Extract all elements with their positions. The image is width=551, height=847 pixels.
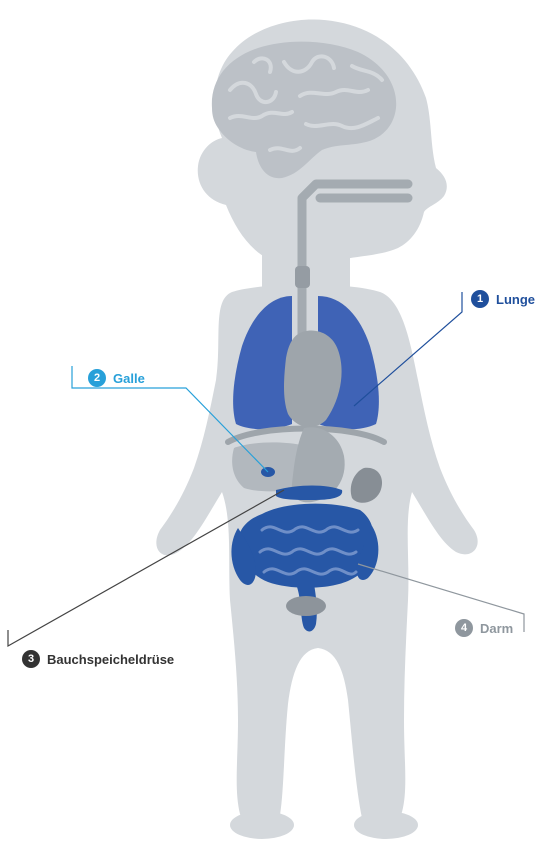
badge-galle: 2	[88, 369, 106, 387]
badge-bauchspeicheldruese: 3	[22, 650, 40, 668]
label-darm: 4 Darm	[455, 619, 513, 637]
label-galle: 2 Galle	[88, 369, 145, 387]
label-galle-text: Galle	[113, 371, 145, 386]
label-darm-text: Darm	[480, 621, 513, 636]
label-lunge: 1 Lunge	[471, 290, 535, 308]
label-bauchspeicheldruese: 3 Bauchspeicheldrüse	[22, 650, 174, 668]
larynx	[295, 266, 310, 288]
label-bauchspeicheldruese-text: Bauchspeicheldrüse	[47, 652, 174, 667]
badge-lunge: 1	[471, 290, 489, 308]
bladder	[286, 596, 326, 616]
label-lunge-text: Lunge	[496, 292, 535, 307]
badge-darm: 4	[455, 619, 473, 637]
